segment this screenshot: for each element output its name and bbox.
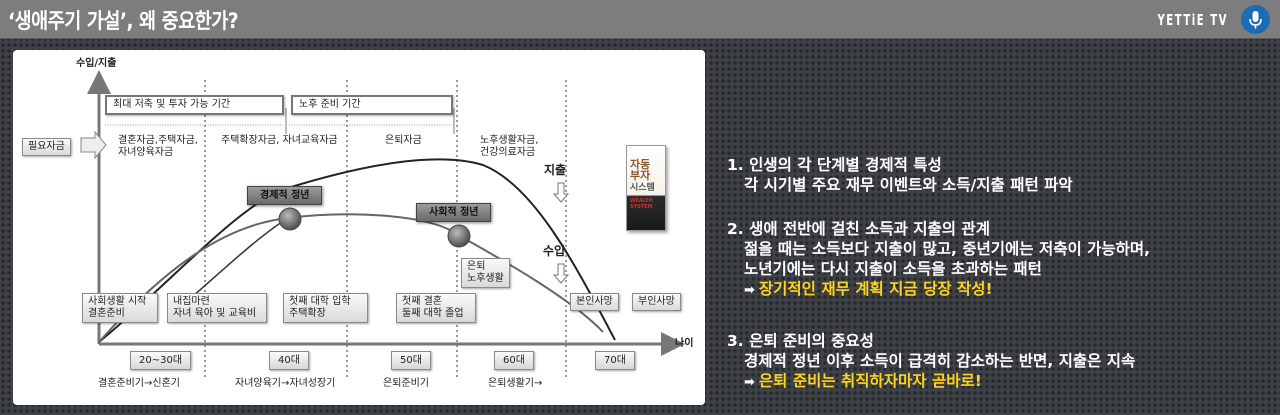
period-savings: 최대 저축 및 투자 가능 기간 — [105, 95, 284, 115]
point-2-line-2: 노년기에는 다시 지출이 소득을 초과하는 패턴 — [744, 260, 1042, 278]
event-retirement: 은퇴 노후생활 — [461, 258, 510, 288]
stage-label-1: 결혼준비기→신혼기 — [98, 378, 180, 389]
book-title-line-2: 부자 — [630, 169, 651, 182]
book-title-line-1: 자동 — [630, 158, 651, 171]
stage-label-2: 자녀양육기→자녀성장기 — [235, 378, 336, 389]
point-2: 2. 생애 전반에 걸친 소득과 지출의 관계 젊을 때는 소득보다 지출이 많… — [727, 219, 1150, 301]
page-title: ‘생애주기 가설’, 왜 중요한가? — [8, 9, 239, 33]
event-spouse-death: 부인사망 — [632, 293, 681, 311]
event-first-college: 첫째 대학 입학 주택확장 — [283, 293, 368, 323]
point-3: 3. 은퇴 준비의 중요성 경제적 정년 이후 소득이 급격히 감소하는 반면,… — [727, 331, 1135, 393]
expense-curve-label: 지출 — [544, 163, 567, 177]
point-3-line-1: 경제적 정년 이후 소득이 급격히 감소하는 반면, 지출은 지속 — [744, 352, 1136, 370]
brand-logo: YETTiE TV — [1157, 11, 1228, 29]
point-1-line-1: 각 시기별 주요 재무 이벤트와 소득/지출 패턴 파악 — [744, 176, 1073, 194]
stage-label-4: 은퇴생활기→ — [488, 378, 543, 389]
book-subtitle: WEALTH SYSTEM — [630, 198, 653, 210]
microphone-icon[interactable] — [1241, 5, 1270, 34]
event-self-death: 본인사망 — [570, 293, 619, 311]
income-curve-label: 수입 — [543, 244, 566, 258]
funds-label-2: 주택확장자금, 자녀교육자금 — [221, 135, 338, 146]
social-retirement-label: 사회적 정년 — [416, 203, 492, 222]
age-20-30: 20~30대 — [130, 351, 192, 370]
point-1-heading: 1. 인생의 각 단계별 경제적 특성 — [727, 156, 942, 174]
age-70: 70대 — [595, 351, 635, 370]
x-axis-label: 나이 — [675, 338, 694, 349]
book-cover-image: 자동 부자 시스템 WEALTH SYSTEM — [626, 145, 666, 231]
funds-label-3: 은퇴자금 — [385, 135, 422, 146]
needed-funds-box: 필요자금 — [22, 138, 71, 156]
funds-label-1: 결혼자금,주택자금, 자녀양육자금 — [118, 135, 198, 158]
event-home-purchase: 내집마련 자녀 육아 및 교육비 — [167, 293, 267, 323]
stage-label-3: 은퇴준비기 — [383, 378, 429, 389]
age-60: 60대 — [494, 351, 534, 370]
point-3-heading: 3. 은퇴 준비의 중요성 — [727, 332, 874, 350]
economic-retirement-label: 경제적 정년 — [247, 186, 323, 205]
age-50: 50대 — [391, 351, 431, 370]
right-arrow-icon: ➡ — [744, 283, 755, 298]
event-social-start: 사회생활 시작 결혼준비 — [82, 293, 158, 323]
y-axis-label: 수입/지출 — [76, 58, 117, 69]
point-2-heading: 2. 생애 전반에 걸친 소득과 지출의 관계 — [727, 220, 990, 238]
book-title-line-3: 시스템 — [630, 183, 655, 193]
funds-label-4: 노후생활자금, 건강의료자금 — [480, 135, 539, 158]
point-3-highlight: 은퇴 준비는 취직하자마자 곧바로! — [758, 372, 982, 390]
right-arrow-icon: ➡ — [744, 375, 755, 390]
age-40: 40대 — [269, 351, 309, 370]
header-bar: ‘생애주기 가설’, 왜 중요한가? YETTiE TV — [0, 0, 1280, 39]
lifecycle-diagram: 수입/지출 나이 최대 저축 및 투자 가능 기간 노후 준비 기간 필요자금 … — [13, 50, 705, 405]
point-2-line-1: 젊을 때는 소득보다 지출이 많고, 중년기에는 저축이 가능하며, — [744, 240, 1151, 258]
point-2-highlight: 장기적인 재무 계획 지금 당장 작성! — [758, 280, 993, 298]
period-retirement-prep: 노후 준비 기간 — [291, 95, 453, 115]
event-first-marriage: 첫째 결혼 둘째 대학 졸업 — [396, 293, 476, 323]
point-1: 1. 인생의 각 단계별 경제적 특성 각 시기별 주요 재무 이벤트와 소득/… — [727, 155, 1073, 195]
